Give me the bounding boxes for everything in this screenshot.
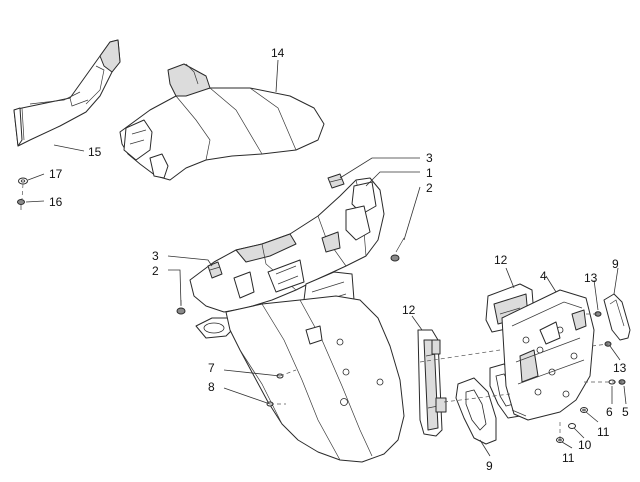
part-17-washer <box>18 177 28 185</box>
part-11-washer-upper <box>580 407 588 413</box>
callout-labels: 14 15 17 16 3 1 2 3 2 12 4 13 9 12 13 7 … <box>49 46 629 473</box>
callout-2-left: 2 <box>152 264 159 278</box>
callout-9-upper: 9 <box>612 257 619 271</box>
part-2-bolt-top <box>390 237 405 262</box>
callout-1: 1 <box>426 166 433 180</box>
part-15-side-cover <box>13 39 121 147</box>
callout-6: 6 <box>606 405 613 419</box>
callout-9-lower: 9 <box>486 459 493 473</box>
callout-11-upper: 11 <box>597 425 610 439</box>
callout-13-lower: 13 <box>613 361 627 375</box>
callout-11-lower: 11 <box>562 451 575 465</box>
part-14-mudguard-cover <box>119 63 325 181</box>
part-16-screw <box>17 199 25 210</box>
callout-14: 14 <box>271 46 285 60</box>
callout-4: 4 <box>540 269 547 283</box>
callout-5: 5 <box>622 405 629 419</box>
part-4-plate-holder <box>501 289 595 421</box>
callout-3-left: 3 <box>152 249 159 263</box>
part-3-clip-top <box>327 173 345 189</box>
callout-15: 15 <box>88 145 102 159</box>
callout-8: 8 <box>208 380 215 394</box>
assembly-lines <box>21 183 622 440</box>
callout-7: 7 <box>208 361 215 375</box>
callout-12-left: 12 <box>402 303 416 317</box>
callout-16: 16 <box>49 195 63 209</box>
callout-2-top: 2 <box>426 181 433 195</box>
callout-12-right: 12 <box>494 253 508 267</box>
part-12-reflector-left <box>417 329 447 437</box>
part-1-rear-fender <box>189 177 405 463</box>
leader-lines <box>25 59 627 457</box>
callout-3-top: 3 <box>426 151 433 165</box>
callout-13-upper: 13 <box>584 271 598 285</box>
callout-10: 10 <box>578 438 592 452</box>
part-10-nut <box>568 423 576 429</box>
part-3-clip-left <box>207 261 223 279</box>
part-9-rubber-strip <box>603 293 631 341</box>
callout-17: 17 <box>49 167 63 181</box>
